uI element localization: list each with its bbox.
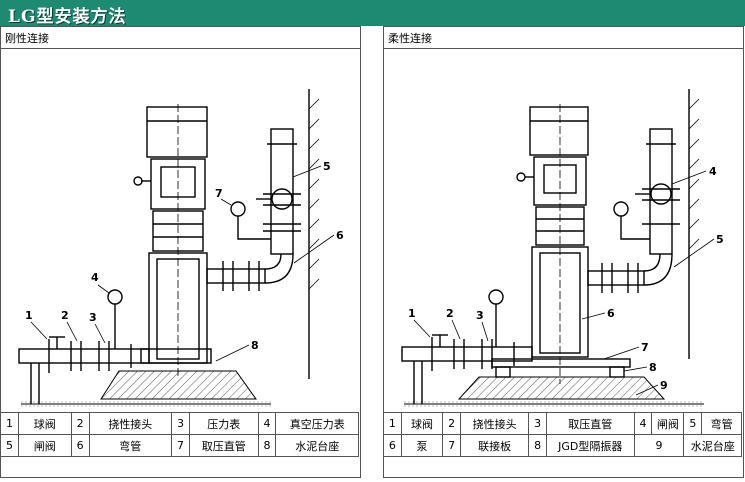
legend-label: 挠性接头 bbox=[460, 412, 530, 435]
legend-label: 闸阀 bbox=[651, 412, 685, 435]
legend-row: 1 球阀 2 挠性接头 3 压力表 4 真空压力表 bbox=[0, 412, 359, 435]
legend-label: 取压直管 bbox=[188, 434, 259, 457]
legend-num: 8 bbox=[528, 434, 547, 457]
legend-row: 5 闸阀 6 弯管 7 取压直管 8 水泥台座 bbox=[0, 434, 359, 457]
legend-num: 4 bbox=[257, 412, 277, 435]
legend-num: 9 bbox=[633, 434, 685, 457]
legend-table-rigid: 1 球阀 2 挠性接头 3 压力表 4 真空压力表 5 闸阀 6 弯管 7 取压… bbox=[0, 412, 359, 457]
callout-2: 2 bbox=[446, 307, 454, 320]
legend-num: 3 bbox=[171, 412, 190, 435]
legend-label: 泵 bbox=[400, 434, 444, 457]
legend-label: 压力表 bbox=[188, 412, 259, 435]
callout-4: 4 bbox=[709, 165, 717, 178]
legend-num: 6 bbox=[70, 434, 90, 457]
legend-num: 4 bbox=[633, 412, 653, 435]
rigid-installation-drawing: 1 2 3 4 5 6 7 8 bbox=[18, 89, 344, 407]
divider bbox=[1, 48, 360, 49]
legend-num: 2 bbox=[70, 412, 90, 435]
legend-label: 弯管 bbox=[701, 412, 742, 435]
rigid-connection-panel: 刚性连接 bbox=[0, 26, 361, 478]
legend-label: 闸阀 bbox=[17, 434, 72, 457]
callout-1: 1 bbox=[25, 309, 33, 322]
flexible-connection-panel: 柔性连接 bbox=[383, 26, 744, 478]
page-title: LG型安装方法 bbox=[8, 7, 127, 27]
legend-label: 水泥台座 bbox=[683, 434, 742, 457]
legend-num: 3 bbox=[528, 412, 547, 435]
callout-1: 1 bbox=[408, 307, 416, 320]
legend-num: 1 bbox=[0, 412, 19, 435]
panel-title-rigid: 刚性连接 bbox=[5, 32, 49, 45]
legend-label: JGD型隔振器 bbox=[545, 434, 635, 457]
legend-num: 8 bbox=[257, 434, 277, 457]
legend-num: 7 bbox=[171, 434, 190, 457]
callout-7: 7 bbox=[641, 341, 649, 354]
callout-3: 3 bbox=[476, 309, 484, 322]
legend-label: 真空压力表 bbox=[275, 412, 359, 435]
callout-5: 5 bbox=[323, 160, 331, 173]
callout-8: 8 bbox=[251, 339, 259, 352]
legend-num: 5 bbox=[0, 434, 19, 457]
callout-6: 6 bbox=[336, 229, 344, 242]
legend-num: 6 bbox=[383, 434, 402, 457]
legend-num: 7 bbox=[442, 434, 462, 457]
legend-label: 球阀 bbox=[17, 412, 72, 435]
callout-5: 5 bbox=[716, 233, 724, 246]
legend-label: 联接板 bbox=[460, 434, 530, 457]
legend-row: 1 球阀 2 挠性接头 3 取压直管 4 闸阀 5 弯管 bbox=[383, 412, 742, 435]
legend-num: 1 bbox=[383, 412, 402, 435]
flexible-installation-drawing: 1 2 3 4 5 6 7 8 9 bbox=[401, 89, 724, 407]
callout-6: 6 bbox=[607, 307, 615, 320]
panel-title-flexible: 柔性连接 bbox=[388, 32, 432, 45]
callout-4: 4 bbox=[91, 271, 99, 284]
legend-row: 6 泵 7 联接板 8 JGD型隔振器 9 水泥台座 bbox=[383, 434, 742, 457]
callout-2: 2 bbox=[61, 309, 69, 322]
legend-label: 取压直管 bbox=[545, 412, 635, 435]
callout-3: 3 bbox=[89, 311, 97, 324]
callout-9: 9 bbox=[660, 379, 668, 392]
legend-label: 球阀 bbox=[400, 412, 444, 435]
title-bar: LG型安装方法 bbox=[0, 0, 745, 27]
legend-num: 5 bbox=[683, 412, 703, 435]
legend-num: 2 bbox=[442, 412, 462, 435]
legend-label: 弯管 bbox=[88, 434, 173, 457]
divider bbox=[384, 48, 743, 49]
callout-8: 8 bbox=[649, 361, 657, 374]
callout-7: 7 bbox=[215, 187, 223, 200]
legend-label: 水泥台座 bbox=[275, 434, 359, 457]
legend-label: 挠性接头 bbox=[88, 412, 173, 435]
legend-table-flexible: 1 球阀 2 挠性接头 3 取压直管 4 闸阀 5 弯管 6 泵 7 联接板 8… bbox=[383, 412, 742, 457]
